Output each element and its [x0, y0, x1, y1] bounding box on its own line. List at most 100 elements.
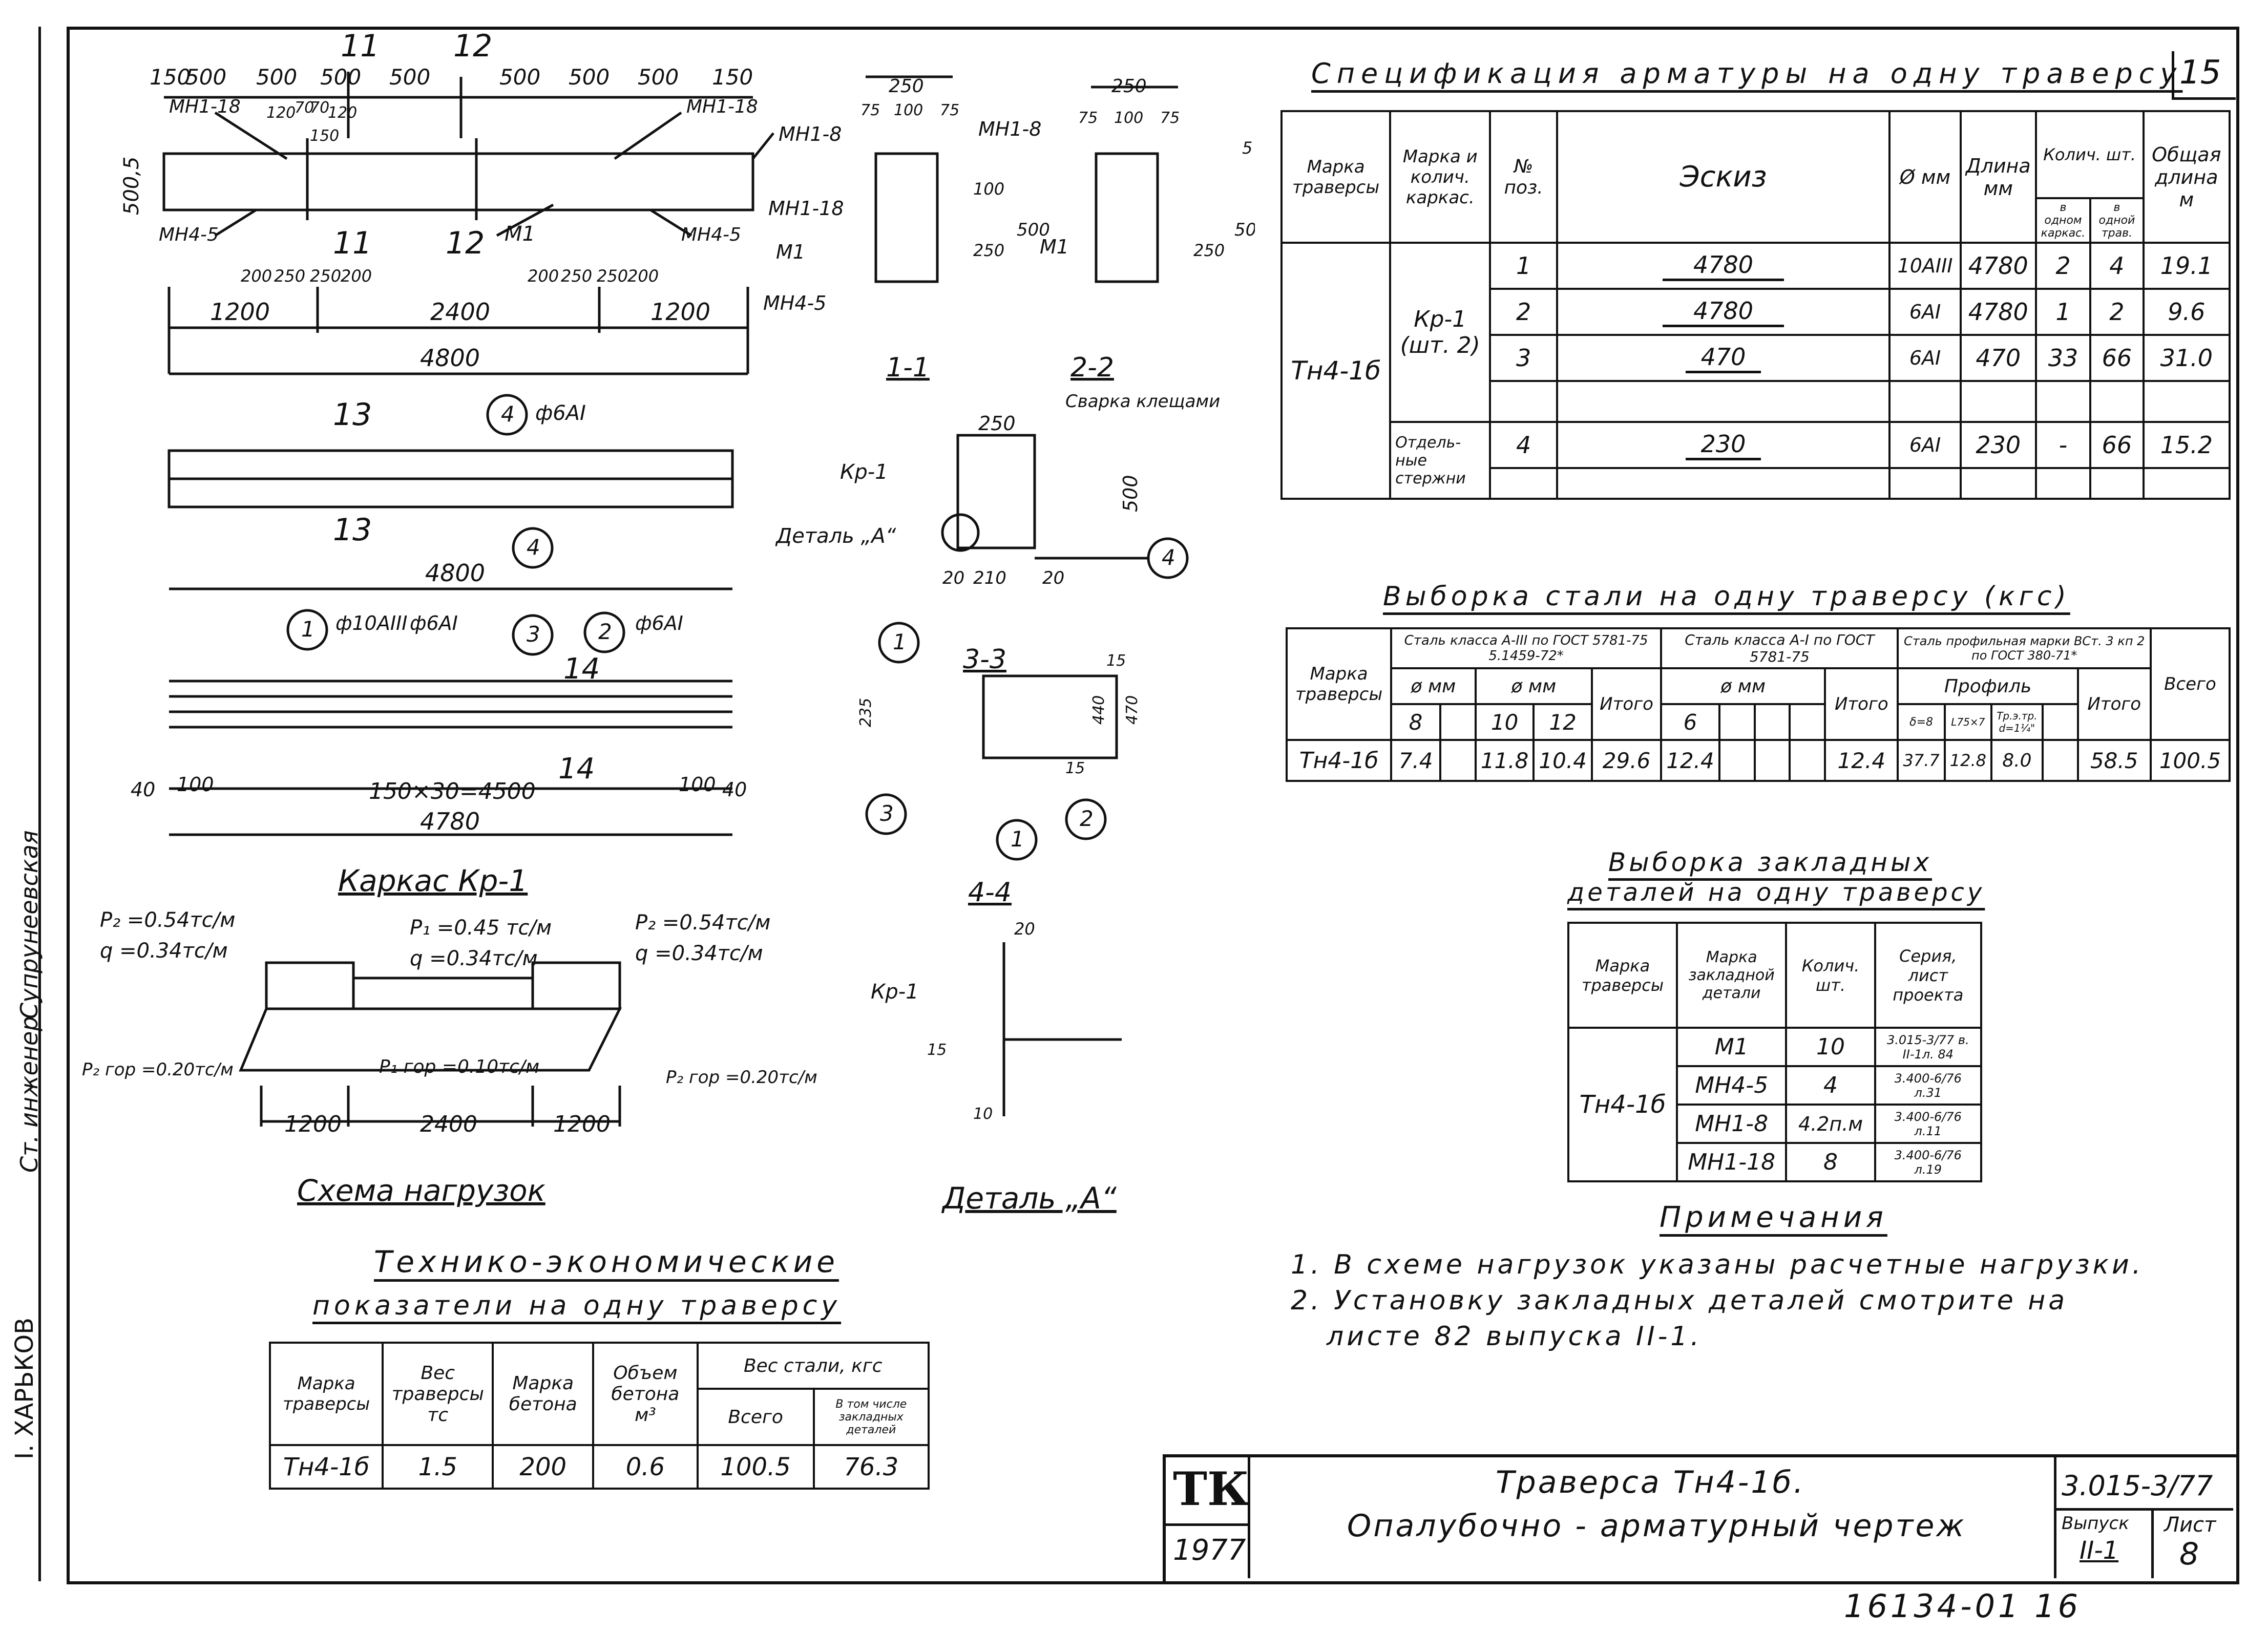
sec11-label: Кр-1 [840, 460, 888, 484]
spec-sketch: 470 [1556, 334, 1891, 382]
detail-title: Деталь „А“ [941, 1181, 1117, 1216]
secB-h-250: 250 [1193, 241, 1225, 260]
spec-row-empty [1282, 380, 2231, 423]
emb-qty: 10 [1785, 1027, 1876, 1067]
tech-h-volume: Объем бетона м³ [592, 1342, 699, 1446]
sec22-title: 2-2 [1070, 352, 1114, 383]
emb-series: 3.400-6/76 л.19 [1874, 1142, 1983, 1182]
spec-sketch-val: 230 [1685, 430, 1761, 460]
spec-d: 6АI [1888, 288, 1962, 336]
steel-itogo-1: Итого [1590, 667, 1663, 741]
spec-total: 19.1 [2142, 242, 2231, 290]
spec-pos: 3 [1489, 334, 1558, 382]
beam-bsmall-3: 200 [341, 266, 372, 286]
steel-sub-empty [1718, 703, 1756, 741]
embedded-title-1: Выборка закладных [1608, 847, 1933, 877]
rebar-dim-40-r: 40 [722, 778, 747, 801]
embedded-title-2: деталей на одну траверсу [1567, 878, 1985, 907]
small-dim-3: 120 [328, 104, 357, 122]
beam-dim-1200-r: 1200 [650, 298, 710, 326]
steel-itogo-3: Итого [2076, 667, 2152, 741]
title-block [1163, 1454, 2236, 1581]
title-block-series: 3.015-3/77 [2062, 1470, 2213, 1502]
spec-row-2: 2 4780 6АI 4780 1 2 9.6 [1282, 288, 2231, 336]
steel-row: Тн4-1б 7.4 11.8 10.4 29.6 12.4 12.4 37.7… [1285, 739, 2231, 782]
bubble-4-top [486, 394, 528, 436]
steel-empty [1753, 739, 1791, 782]
emb-row-3: МН1-8 4.2п.м 3.400-6/76 л.11 [1568, 1104, 1983, 1144]
steel-sub-8: 8 [1390, 703, 1442, 741]
bubble-sec3-1a [878, 622, 920, 664]
spec-row-1: Тн4-1б Кр-1 (шт. 2) 1 4780 10АIII 4780 2… [1280, 242, 2231, 500]
tech-mark: Тн4-1б [268, 1444, 384, 1490]
spec-row-empty2 [1282, 467, 2231, 500]
spec-h-qty1: в одном каркас. [2034, 197, 2092, 244]
load-dim-1200-l: 1200 [284, 1111, 342, 1137]
spec-pos: 4 [1489, 421, 1558, 469]
steel-vsego: Всего [2149, 627, 2231, 741]
top-dim-7: 500 [638, 65, 679, 90]
top-dim-2: 500 [256, 65, 297, 90]
spec-total: 9.6 [2142, 288, 2231, 336]
title-series-divider [2054, 1508, 2233, 1511]
section-label-12-top: 12 [453, 28, 492, 64]
title-block-list: 8 [2179, 1536, 2199, 1572]
sec44-label: Кр-1 [871, 980, 919, 1004]
sec44-dim-10: 10 [973, 1105, 993, 1123]
secB-label-m1: М1 [1040, 236, 1069, 258]
bubble-sec3-2 [1065, 798, 1107, 840]
secA-h-250: 250 [973, 241, 1004, 260]
steel-title: Выборка стали на одну траверсу (кгс) [1383, 581, 2070, 612]
secA-label-mn1-18: МН1-18 [768, 197, 844, 220]
tech-steel-embedded: 76.3 [812, 1444, 930, 1490]
rebar-dim-100-l: 100 [177, 773, 214, 796]
beam-bsmall-2: 250 [310, 266, 341, 286]
spec-d: 6АI [1888, 421, 1962, 469]
spec-h-d: Ø мм [1888, 110, 1962, 244]
sec44-title: 4-4 [968, 877, 1012, 908]
tech-weight: 1.5 [382, 1444, 494, 1490]
note-2: 2. Установку закладных деталей смотрите … [1291, 1285, 2068, 1316]
sec11-dim-20b: 20 [1042, 568, 1064, 588]
sec33-dim-440: 440 [1090, 695, 1108, 725]
sec33-title: 3-3 [963, 644, 1006, 675]
rebar-dim-spacing: 150×30=4500 [369, 778, 536, 804]
bubble-sec3-3 [865, 793, 907, 835]
steel-it2: 12.4 [1824, 739, 1899, 782]
emb-part: МН4-5 [1675, 1065, 1788, 1106]
spec-empty [1556, 380, 1891, 423]
emb-qty: 8 [1785, 1142, 1876, 1182]
beam-bsmall-1: 250 [274, 266, 305, 286]
beam-label-mn1-18-r: МН1-18 [686, 96, 758, 117]
load-dim-1200-r: 1200 [553, 1111, 611, 1137]
tech-h-weight: Вес траверсы тс [382, 1342, 494, 1446]
spec-empty [1959, 467, 2037, 500]
load-p2-left: P₂ =0.54тс/м [100, 908, 235, 932]
beam-bsmall-4: 200 [528, 266, 559, 286]
emb-h-part: Марка закладной детали [1675, 922, 1788, 1029]
emb-series: 3.400-6/76 л.31 [1874, 1065, 1983, 1106]
loads-title: Схема нагрузок [297, 1173, 545, 1208]
steel-table: Марка траверсы Сталь класса А-III по ГОС… [1285, 627, 2231, 782]
spec-sketch-val: 4780 [1663, 251, 1784, 281]
spec-n1: 1 [2034, 288, 2092, 336]
top-dim-5: 500 [499, 65, 540, 90]
steel-h-mark: Марка траверсы [1285, 627, 1393, 741]
steel-sub-empty [2041, 703, 2079, 741]
top-dim-6: 500 [569, 65, 610, 90]
steel-sub-empty [1439, 703, 1477, 741]
steel-dmm-1: ø мм [1390, 667, 1477, 705]
tech-h-concrete: Марка бетона [492, 1342, 595, 1446]
note-3: листе 82 выпуска II-1. [1327, 1321, 1703, 1352]
beam-label-mn4-5-r: МН4-5 [681, 224, 741, 245]
emb-mark: Тн4-1б [1567, 1027, 1678, 1182]
kr-length: 4800 [425, 559, 485, 587]
tech-steel-total: 100.5 [696, 1444, 815, 1490]
spec-empty [2142, 380, 2231, 423]
spec-empty [2089, 467, 2145, 500]
beam-elevation [162, 152, 754, 211]
title-block-list-label: Лист [2164, 1513, 2216, 1537]
secA-dim-75b: 75 [940, 101, 959, 119]
rebar-diam-1: ф10АIII [335, 612, 407, 634]
spec-sketch: 230 [1556, 421, 1891, 469]
